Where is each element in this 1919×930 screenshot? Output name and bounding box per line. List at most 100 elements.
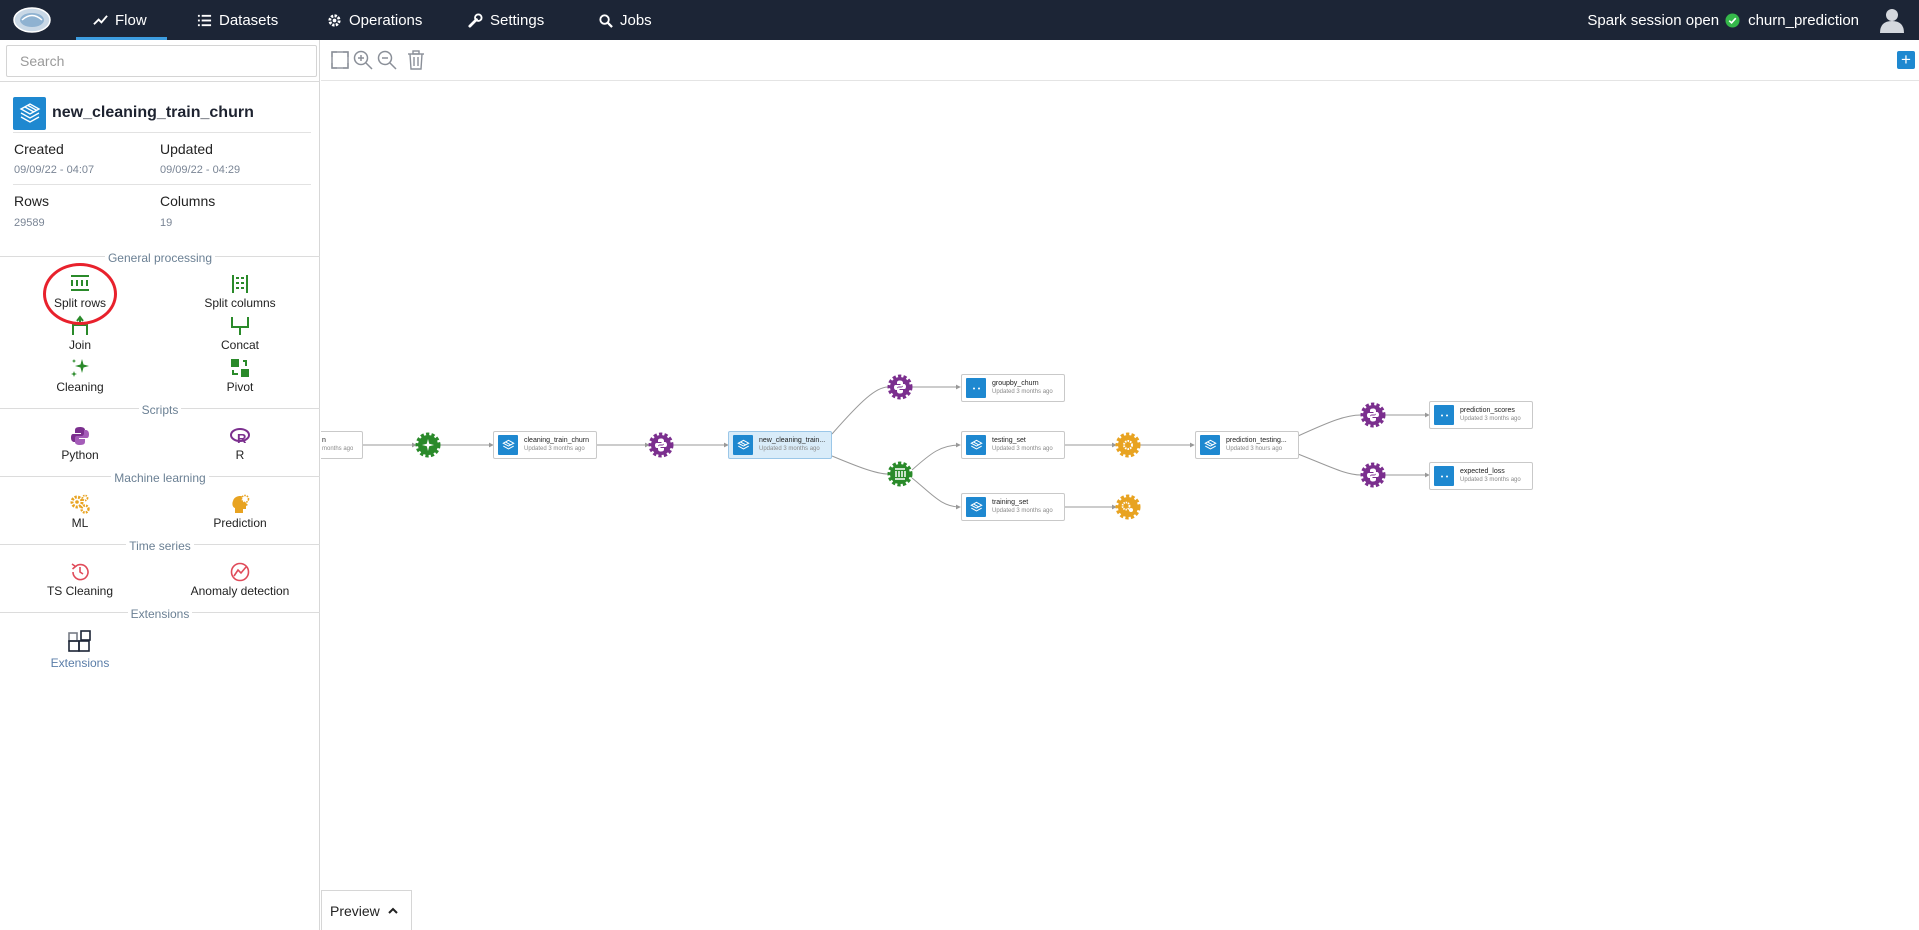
- node-updated: Updated 3 months ago: [1460, 416, 1521, 422]
- node-updated: Updated 3 months ago: [524, 446, 585, 452]
- fit-screen-icon[interactable]: [329, 49, 351, 71]
- dataset-icon: [498, 435, 518, 455]
- divider: [0, 81, 320, 82]
- tool-prediction[interactable]: Prediction: [170, 493, 310, 530]
- node-updated: Updated 3 hours ago: [1226, 446, 1283, 452]
- divider: [13, 132, 311, 133]
- divider: [13, 184, 311, 185]
- tool-split-rows[interactable]: Split rows: [10, 273, 150, 310]
- tool-cleaning-label: Cleaning: [56, 380, 104, 394]
- tool-pivot[interactable]: Pivot: [170, 357, 310, 394]
- created-label: Created: [14, 141, 64, 157]
- node-name: training_set: [992, 499, 1029, 506]
- nav-operations-label: Operations: [349, 11, 423, 29]
- node-name: cleaning_train_churn: [524, 437, 589, 444]
- dataset-dots-icon: [1434, 466, 1454, 486]
- nav-flow[interactable]: Flow: [76, 0, 167, 40]
- concat-icon: [231, 317, 249, 335]
- user-avatar-icon[interactable]: [1879, 7, 1905, 33]
- trend-icon: [93, 14, 108, 25]
- flow-canvas[interactable]: n months ago cleaning_train_churn Update…: [321, 81, 1919, 930]
- tool-join[interactable]: Join: [10, 315, 150, 352]
- split-rows-op-icon[interactable]: [887, 461, 913, 487]
- project-name[interactable]: churn_prediction: [1748, 11, 1859, 29]
- add-button[interactable]: +: [1897, 51, 1915, 69]
- tool-split-columns[interactable]: Split columns: [170, 273, 310, 310]
- tool-split-columns-label: Split columns: [204, 296, 276, 310]
- extensions-blocks-icon: [68, 630, 91, 652]
- node-updated: Updated 3 months ago: [1460, 477, 1521, 483]
- list-icon: [197, 14, 212, 26]
- tool-ts-cleaning[interactable]: TS Cleaning: [10, 561, 150, 598]
- split-rows-icon: [71, 275, 89, 291]
- search-input[interactable]: [7, 46, 316, 76]
- app-logo-icon[interactable]: [12, 5, 52, 35]
- tool-python-label: Python: [61, 448, 99, 462]
- dataset-dots-icon: [966, 378, 986, 398]
- ml-prediction-op-icon[interactable]: [1115, 432, 1141, 458]
- tool-join-label: Join: [68, 338, 91, 352]
- dataset-node-testing-set[interactable]: testing_set Updated 3 months ago: [961, 431, 1065, 459]
- tool-r-label: R: [235, 448, 245, 462]
- nav-jobs[interactable]: Jobs: [598, 0, 652, 40]
- nav-datasets[interactable]: Datasets: [197, 0, 278, 40]
- gear-icon: [328, 13, 341, 27]
- node-name: expected_loss: [1460, 468, 1505, 475]
- tool-ml-label: ML: [71, 516, 89, 530]
- rows-label: Rows: [14, 193, 50, 209]
- node-name: prediction_testing...: [1226, 437, 1287, 444]
- dataset-icon: [13, 96, 46, 130]
- python-op-icon[interactable]: [1360, 462, 1386, 488]
- dataset-node-groupby-churn[interactable]: groupby_churn Updated 3 months ago: [961, 374, 1065, 402]
- prediction-head-icon: [232, 494, 250, 513]
- preview-label: Preview: [330, 902, 380, 919]
- section-extensions: Extensions: [0, 607, 320, 621]
- zoom-in-icon[interactable]: [352, 49, 374, 71]
- tool-extensions-label: Extensions: [50, 656, 110, 670]
- columns-value: 19: [160, 217, 173, 229]
- ml-gears-icon: [70, 494, 90, 514]
- preview-toggle[interactable]: Preview: [321, 890, 412, 930]
- python-op-icon[interactable]: [1360, 402, 1386, 428]
- sidebar: new_cleaning_train_churn Created Updated…: [0, 40, 320, 930]
- cleaning-op-green-icon[interactable]: [415, 432, 441, 458]
- node-updated: Updated 3 months ago: [992, 508, 1053, 514]
- tool-r[interactable]: R R: [170, 425, 310, 462]
- nav-settings[interactable]: Settings: [468, 0, 544, 40]
- tool-anomaly-detection[interactable]: Anomaly detection: [170, 561, 310, 598]
- dataset-node-expected-loss[interactable]: expected_loss Updated 3 months ago: [1429, 462, 1533, 490]
- updated-label: Updated: [160, 141, 213, 157]
- tool-cleaning[interactable]: Cleaning: [10, 357, 150, 394]
- nav-jobs-label: Jobs: [620, 11, 652, 29]
- dataset-node-cleaning-train-churn[interactable]: cleaning_train_churn Updated 3 months ag…: [493, 431, 597, 459]
- dataset-node-training-set[interactable]: training_set Updated 3 months ago: [961, 493, 1065, 521]
- node-name: groupby_churn: [992, 380, 1039, 387]
- session-area: Spark session open churn_prediction: [1587, 0, 1919, 40]
- tool-ml[interactable]: ML: [10, 493, 150, 530]
- trash-icon[interactable]: [405, 49, 427, 71]
- zoom-out-icon[interactable]: [376, 49, 398, 71]
- search-gear-icon: [599, 13, 613, 28]
- tool-extensions[interactable]: Extensions: [10, 629, 150, 670]
- r-language-icon: R: [230, 428, 250, 446]
- python-op-icon[interactable]: [648, 432, 674, 458]
- tool-python[interactable]: Python: [10, 425, 150, 462]
- dataset-node-new-cleaning-selected[interactable]: new_cleaning_train... Updated 3 months a…: [728, 431, 832, 459]
- python-icon: [71, 427, 89, 445]
- tool-pivot-label: Pivot: [226, 380, 254, 394]
- tool-concat[interactable]: Concat: [170, 315, 310, 352]
- dataset-node-prediction-scores[interactable]: prediction_scores Updated 3 months ago: [1429, 401, 1533, 429]
- dataset-dots-icon: [1434, 405, 1454, 425]
- created-value: 09/09/22 - 04:07: [14, 164, 95, 176]
- dataset-node-partial[interactable]: n months ago: [321, 431, 363, 459]
- nav-operations[interactable]: Operations: [327, 0, 422, 40]
- node-name: testing_set: [992, 437, 1026, 444]
- dataset-icon: [966, 435, 986, 455]
- python-op-icon[interactable]: [887, 374, 913, 400]
- ml-training-op-icon[interactable]: [1115, 494, 1141, 520]
- dataset-icon: [733, 435, 753, 455]
- nav-datasets-label: Datasets: [219, 11, 279, 29]
- dataset-node-prediction-testing[interactable]: prediction_testing... Updated 3 hours ag…: [1195, 431, 1299, 459]
- chevron-up-icon: [388, 907, 398, 914]
- search-box: [6, 45, 317, 77]
